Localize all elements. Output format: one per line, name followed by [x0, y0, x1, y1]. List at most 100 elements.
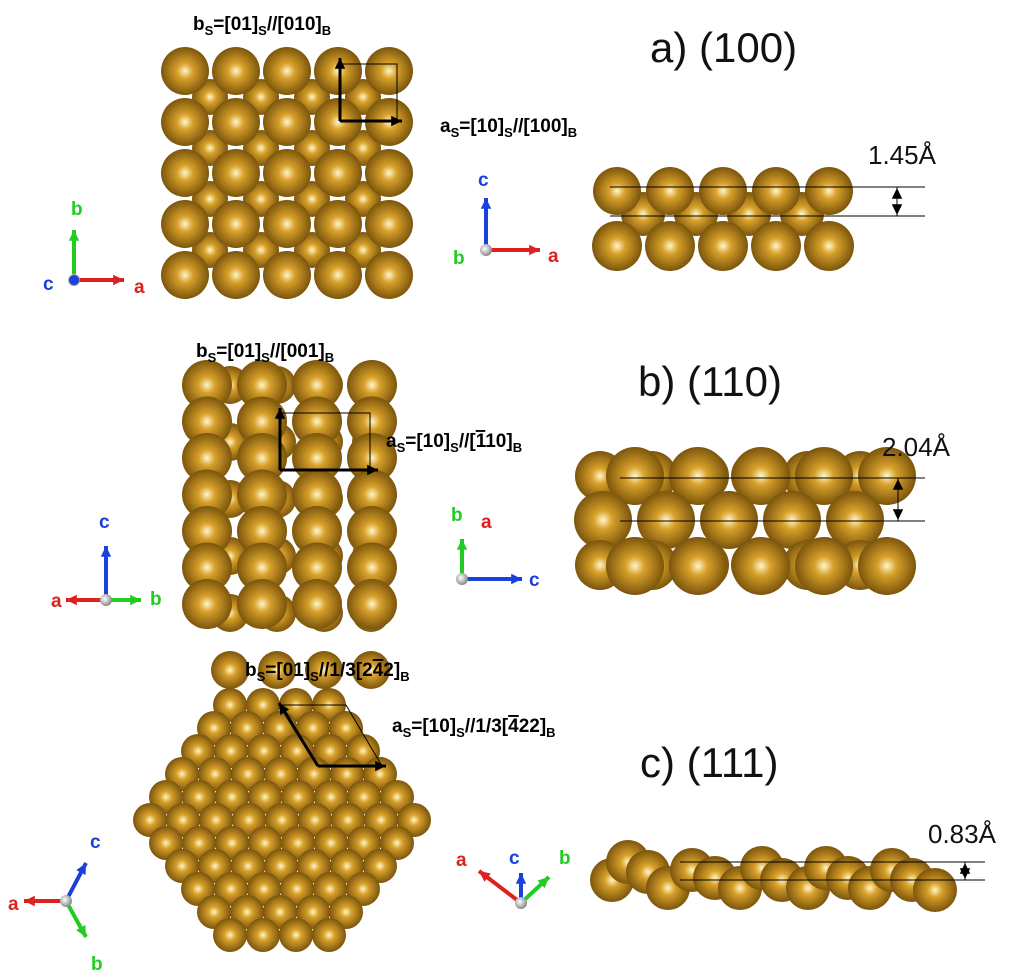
- gold-atom: [161, 149, 209, 197]
- gold-atom: [182, 433, 232, 483]
- panel-c-top-axis-b-head: [76, 925, 86, 937]
- panel-b-side-axis-c-label: c: [529, 570, 540, 591]
- gold-atom: [263, 98, 311, 146]
- gold-atom: [182, 579, 232, 629]
- panel-c-sep-arrow-down-head: [959, 868, 971, 879]
- panel-b-title: b) (110): [638, 358, 782, 405]
- gold-atom: [263, 200, 311, 248]
- gold-atom: [913, 868, 957, 912]
- panel-b-b-vector-arrow-head: [274, 408, 286, 419]
- panel-a-side-axis-a-label: a: [548, 246, 559, 267]
- gold-atom: [237, 506, 287, 556]
- gold-atom: [182, 396, 232, 447]
- gold-atom: [698, 221, 748, 271]
- panel-c-a-vector-arrow-head: [375, 760, 386, 772]
- gold-atom: [347, 469, 397, 520]
- panel-c-title: c) (111): [640, 739, 778, 786]
- panel-a-b-vector-label: bS=[01]S//[010]B: [193, 14, 331, 38]
- gold-atom: [237, 396, 287, 447]
- gold-atom: [751, 221, 801, 271]
- gold-atom: [312, 918, 346, 952]
- gold-atom: [237, 469, 287, 520]
- panel-b-side-axis-c-head: [511, 573, 522, 585]
- panel-b-top-axis-c-head: [100, 546, 112, 557]
- panel-b-top-axis-a-head: [66, 594, 77, 606]
- gold-atom: [263, 149, 311, 197]
- panel-a-a-vector-arrow-head: [391, 115, 402, 127]
- panel-c-side-axis-b-label: b: [559, 848, 571, 869]
- gold-atom: [763, 491, 821, 549]
- gold-atom: [279, 918, 313, 952]
- gold-atom: [645, 221, 695, 271]
- atom-layer: [133, 47, 957, 952]
- gold-atom: [182, 360, 232, 410]
- gold-atom: [212, 251, 260, 299]
- panel-c-b-vector-arrow-head: [279, 703, 290, 715]
- panel-b-top-origin: [100, 594, 112, 606]
- panel-a-side-origin: [480, 244, 492, 256]
- gold-atom: [161, 98, 209, 146]
- gold-atom: [365, 149, 413, 197]
- gold-atom: [606, 447, 664, 505]
- panel-a-side-axis-b-label: b: [453, 248, 465, 269]
- gold-atom: [211, 651, 249, 689]
- gold-atom: [732, 537, 790, 595]
- gold-atom: [669, 537, 727, 595]
- panel-a-top-axis-a-label: a: [134, 277, 145, 298]
- gold-atom: [161, 47, 209, 95]
- gold-atom: [646, 167, 694, 215]
- panel-c-top-origin: [60, 895, 72, 907]
- panel-c-side-axis-c-label: c: [509, 848, 520, 869]
- panel-a-separation: 1.45Å: [868, 140, 937, 170]
- panel-b-a-vector-arrow-head: [367, 464, 378, 476]
- gold-atom: [752, 167, 800, 215]
- gold-atom: [365, 47, 413, 95]
- gold-atom: [258, 651, 296, 689]
- panel-c-b-vector-arrow: [277, 702, 320, 767]
- gold-atom: [212, 200, 260, 248]
- panel-b-top-axis-a-label: a: [51, 591, 62, 612]
- gold-atom: [347, 506, 397, 556]
- panel-a-top-axis-b-label: b: [71, 199, 83, 220]
- gold-atom: [669, 447, 727, 505]
- gold-atom: [246, 918, 280, 952]
- panel-b-side-axis-b-label: b: [451, 505, 463, 526]
- panel-b-side-axis-a-label: a: [481, 512, 492, 533]
- gold-atom: [347, 396, 397, 447]
- gold-atom: [314, 200, 362, 248]
- gold-atom: [237, 360, 287, 410]
- gold-atom: [795, 537, 853, 595]
- gold-atom: [263, 47, 311, 95]
- panel-a-top-axis-a-head: [113, 274, 124, 286]
- gold-atom: [826, 491, 884, 549]
- gold-atom: [292, 360, 342, 410]
- gold-atom: [347, 579, 397, 629]
- gold-atom: [347, 542, 397, 593]
- gold-atom: [858, 447, 916, 505]
- panel-a-top-axis-c-dot: [69, 275, 79, 285]
- gold-atom: [592, 221, 642, 271]
- gold-atom: [182, 469, 232, 520]
- gold-atom: [305, 651, 343, 689]
- panel-b-top-axis-b-label: b: [150, 589, 162, 610]
- gold-atom: [637, 491, 695, 549]
- gold-atom: [314, 98, 362, 146]
- gold-atom: [347, 360, 397, 410]
- panel-c-side-axis-a-label: a: [456, 850, 467, 871]
- gold-atom: [574, 491, 632, 549]
- panel-b-separation: 2.04Å: [882, 432, 951, 462]
- panel-b-side-axis-b-head: [456, 539, 468, 550]
- panel-a-sep-arrow-up-head: [891, 188, 903, 199]
- panel-b-sep-arrow-up-head: [892, 479, 904, 490]
- gold-atom: [606, 537, 664, 595]
- gold-atom: [314, 47, 362, 95]
- gold-atom: [805, 167, 853, 215]
- panel-c-top-axis-b-label: b: [91, 954, 103, 975]
- panel-a-side-axis-c-label: c: [478, 170, 489, 191]
- gold-atom: [365, 251, 413, 299]
- gold-atom: [292, 469, 342, 520]
- panel-b-sep-arrow-down-head: [892, 509, 904, 520]
- panel-c-separation: 0.83Å: [928, 819, 997, 849]
- gold-atom: [795, 447, 853, 505]
